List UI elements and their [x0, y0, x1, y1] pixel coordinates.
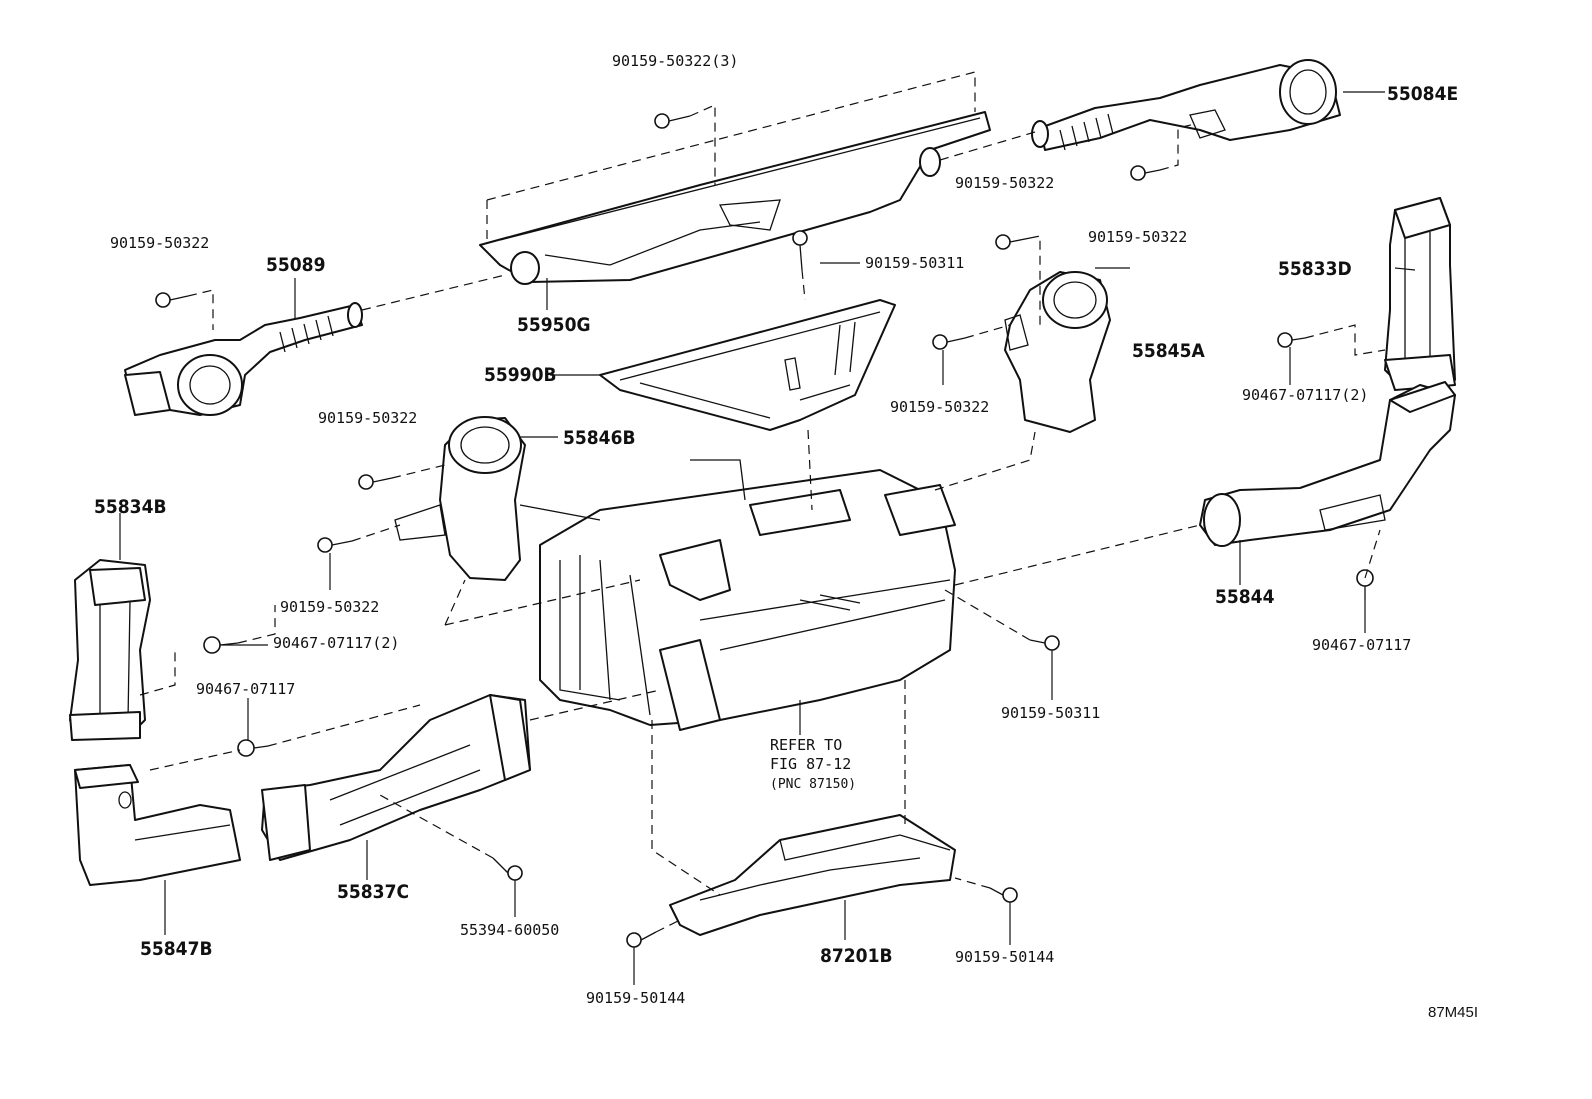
- label-90159-50322-e[interactable]: 90159-50322: [318, 409, 417, 427]
- bolt-icon: [654, 113, 691, 129]
- label-55845a[interactable]: 55845A: [1132, 340, 1205, 362]
- part-55833d-duct: [1384, 197, 1456, 391]
- label-55837c[interactable]: 55837C: [337, 881, 409, 903]
- part-55950g-duct: [479, 111, 991, 285]
- label-55844[interactable]: 55844: [1215, 586, 1275, 608]
- label-55847b[interactable]: 55847B: [140, 938, 213, 960]
- label-90467-07117-2b[interactable]: 90467-07117(2): [273, 634, 399, 652]
- refer-note-line3: (PNC 87150): [770, 777, 856, 792]
- part-55837c-duct: [261, 694, 531, 861]
- label-90159-50322-d[interactable]: 90159-50322: [890, 398, 989, 416]
- label-90159-50322-f[interactable]: 90159-50322: [280, 598, 379, 616]
- label-90159-50322-c[interactable]: 90159-50322: [110, 234, 209, 252]
- part-55990b-tray: [599, 299, 896, 431]
- diagram-id: 87M45I: [1428, 1004, 1478, 1021]
- part-55084e-duct: [1031, 59, 1341, 151]
- assembly-lines: [139, 71, 1386, 933]
- part-labels: 90159-50322(3) 55084E 90159-50322 90159-…: [94, 52, 1478, 1021]
- bolt-icon: [155, 292, 189, 308]
- label-55834b[interactable]: 55834B: [94, 496, 167, 518]
- label-55846b[interactable]: 55846B: [563, 427, 636, 449]
- refer-note-line1: REFER TO: [770, 736, 842, 754]
- label-90159-50322-b[interactable]: 90159-50322: [1088, 228, 1187, 246]
- label-90467-07117-2a[interactable]: 90467-07117(2): [1242, 386, 1368, 404]
- refer-note-line2[interactable]: FIG 87-12: [770, 755, 851, 773]
- label-55990b[interactable]: 55990B: [484, 364, 557, 386]
- label-90159-50311-b[interactable]: 90159-50311: [1001, 704, 1100, 722]
- bolt-icon: [1130, 165, 1161, 181]
- label-55950g[interactable]: 55950G: [517, 314, 591, 336]
- label-90159-50144-a[interactable]: 90159-50144: [586, 989, 685, 1007]
- bolt-icon: [1029, 635, 1060, 651]
- bolt-icon: [989, 887, 1018, 903]
- label-90467-07117-a[interactable]: 90467-07117: [1312, 636, 1411, 654]
- label-55089[interactable]: 55089: [266, 254, 325, 276]
- part-55089-duct: [124, 302, 363, 416]
- part-87201b-duct: [669, 814, 956, 936]
- label-90159-50322-3[interactable]: 90159-50322(3): [612, 52, 738, 70]
- part-55845a-duct: [1004, 271, 1111, 433]
- part-55847b-duct: [74, 764, 241, 886]
- bolt-icon: [358, 474, 393, 490]
- label-90159-50322-a[interactable]: 90159-50322: [955, 174, 1054, 192]
- label-55084e[interactable]: 55084E: [1387, 83, 1458, 105]
- part-55834b-duct: [69, 559, 151, 741]
- leader-lines: [119, 91, 1416, 985]
- clip-icon: [1277, 332, 1306, 348]
- clip-icon: [1356, 569, 1374, 600]
- clip-icon: [237, 739, 269, 757]
- bolt-icon: [932, 334, 966, 350]
- bolt-icon: [492, 857, 523, 881]
- label-90467-07117-b[interactable]: 90467-07117: [196, 680, 295, 698]
- part-55844-duct: [1199, 381, 1456, 547]
- bolt-icon: [626, 931, 657, 948]
- label-55394-60050[interactable]: 55394-60050: [460, 921, 559, 939]
- bolt-icon: [317, 537, 353, 553]
- part-55846b-duct: [394, 416, 526, 581]
- bolt-icon: [792, 230, 808, 271]
- label-55833d[interactable]: 55833D: [1278, 258, 1352, 280]
- label-87201b[interactable]: 87201B: [820, 945, 893, 967]
- bolt-icon: [995, 234, 1031, 250]
- part-main-unit: [519, 459, 956, 731]
- refer-note: REFER TO FIG 87-12 (PNC 87150): [770, 736, 856, 792]
- label-90159-50311-a[interactable]: 90159-50311: [865, 254, 964, 272]
- label-90159-50144-b[interactable]: 90159-50144: [955, 948, 1054, 966]
